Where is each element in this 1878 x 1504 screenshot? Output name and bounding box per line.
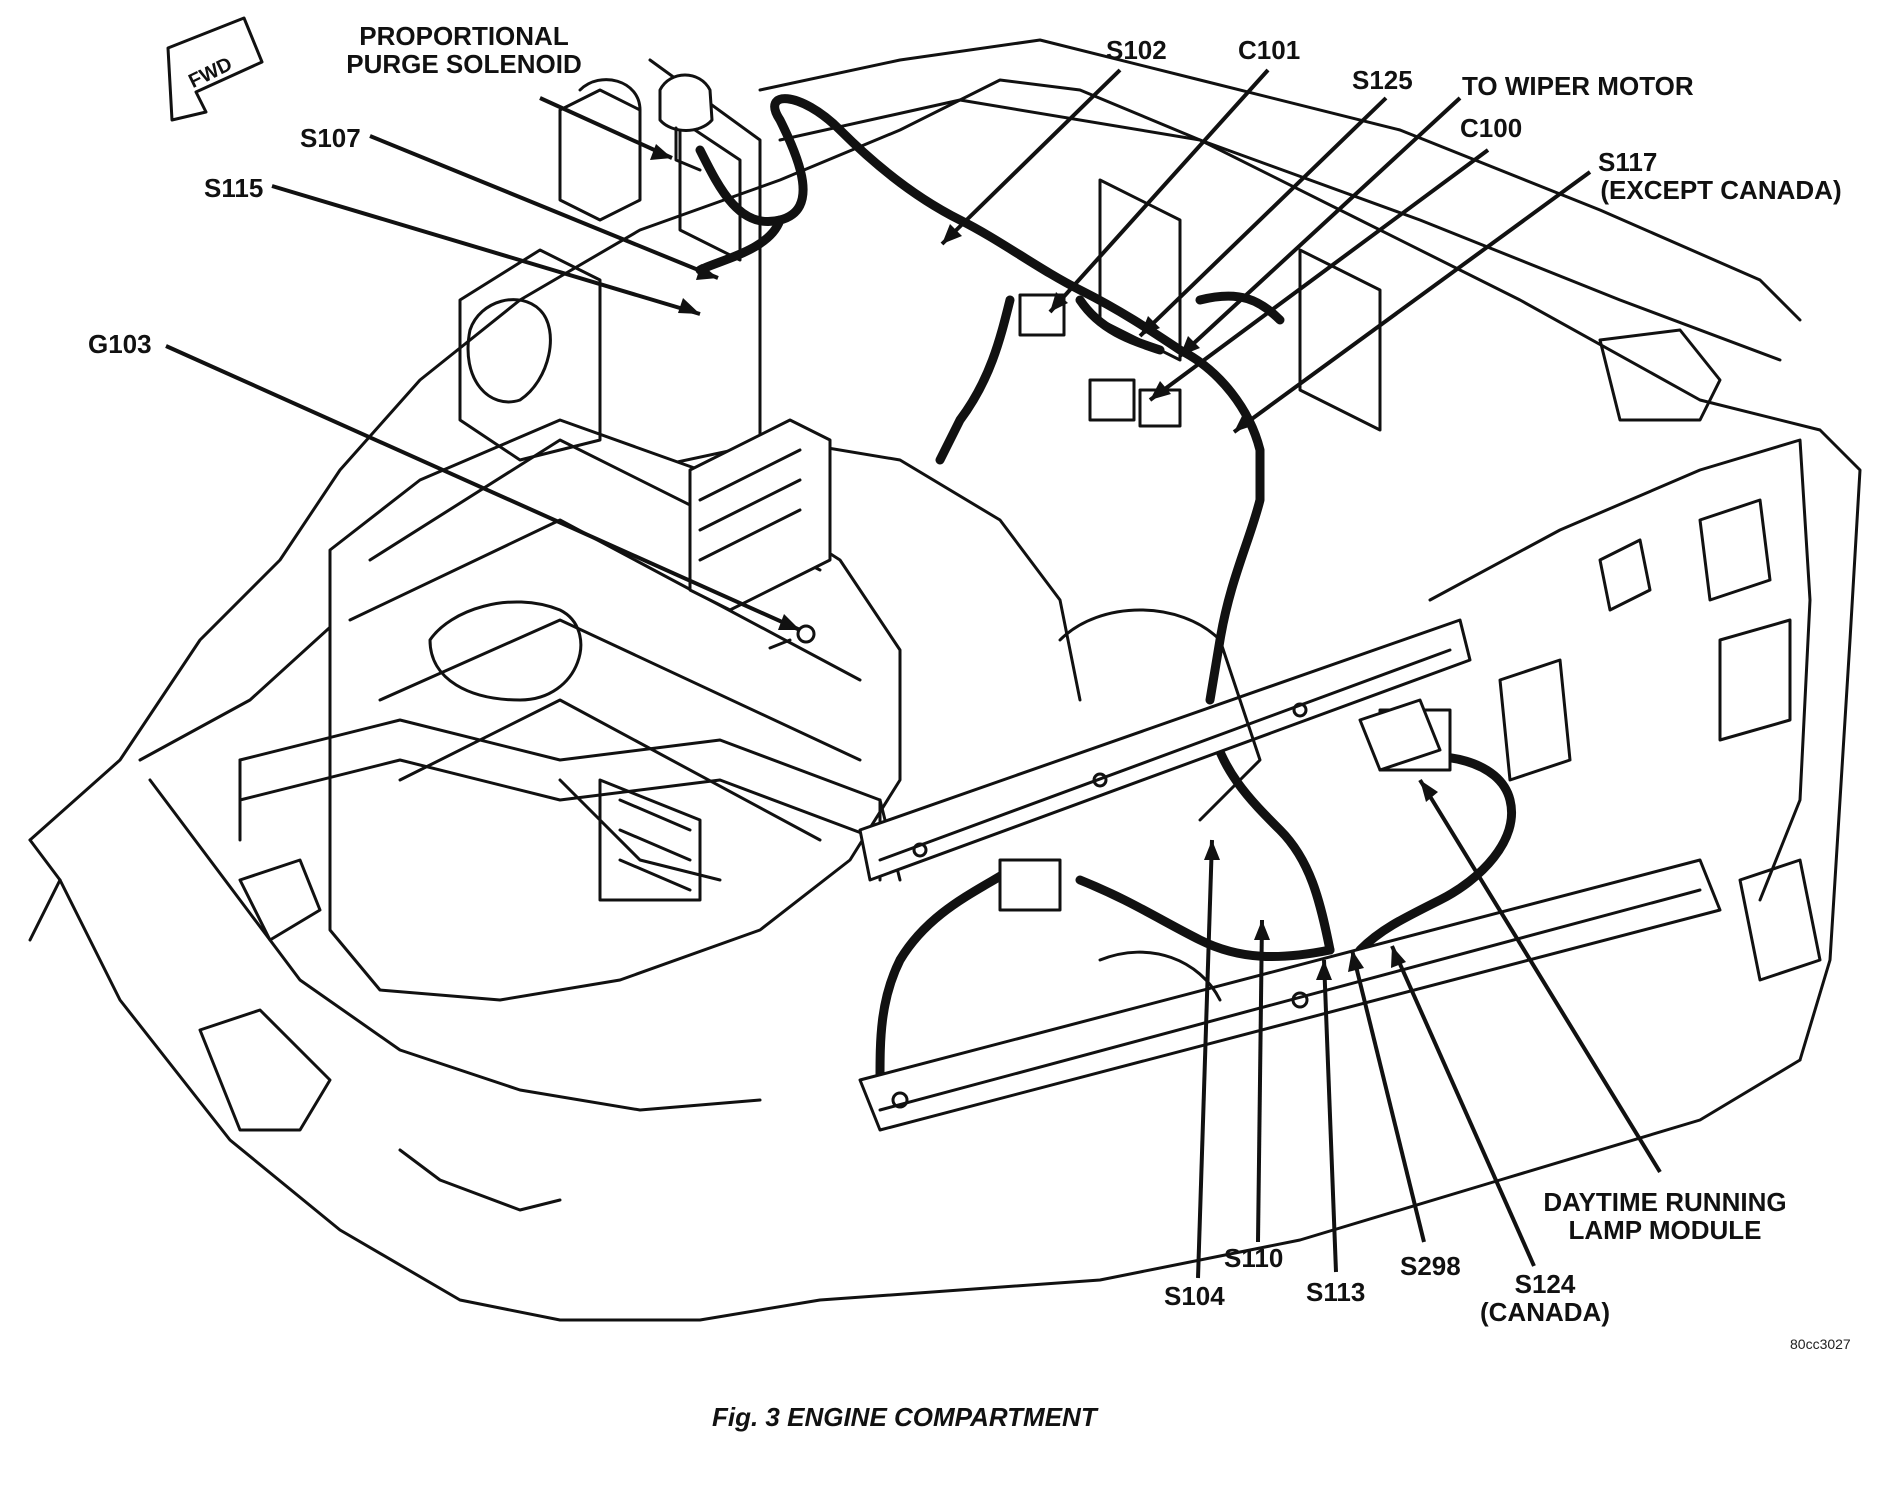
label-purge-line1: PROPORTIONAL [359,21,569,51]
label-purge-line2: PURGE SOLENOID [346,49,582,79]
body-outline [28,78,1862,1062]
label-s124-line1: S124 [1514,1269,1576,1299]
label-s107: S107 [300,123,361,153]
label-s115: S115 [204,173,264,203]
label-s124-canada: S124 (CANADA) [1470,1270,1620,1326]
label-s125: S125 [1352,65,1413,95]
label-c101: C101 [1238,35,1301,65]
purge-solenoid [658,73,714,132]
label-s113: S113 [1306,1277,1366,1307]
label-s117-line2: (EXCEPT CANADA) [1600,175,1842,205]
image-code: 80cc3027 [1790,1336,1851,1352]
label-s298: S298 [1400,1251,1461,1281]
upper-crossbar [858,618,1472,882]
fwd-arrow-icon [166,16,264,122]
label-s104: S104 [1164,1281,1225,1311]
figure-caption: Fig. 3 ENGINE COMPARTMENT [712,1402,1097,1432]
label-daytime-running-lamp-module: DAYTIME RUNNING LAMP MODULE [1530,1188,1800,1244]
label-s117-line1: S117 [1598,147,1658,177]
label-drl-line1: DAYTIME RUNNING [1543,1187,1787,1217]
main-harness [695,94,1265,705]
label-proportional-purge-solenoid: PROPORTIONAL PURGE SOLENOID [334,22,594,78]
label-s124-line2: (CANADA) [1480,1297,1610,1327]
drl-module [1358,698,1442,772]
label-drl-line2: LAMP MODULE [1568,1215,1762,1245]
label-c100: C100 [1460,113,1523,143]
lower-crossbar [858,858,1722,1132]
label-s117-except-canada: S117 (EXCEPT CANADA) [1594,148,1848,204]
label-g103: G103 [88,329,152,359]
label-s110: S110 [1224,1243,1284,1273]
label-to-wiper-motor: TO WIPER MOTOR [1462,71,1694,101]
label-s102: S102 [1106,35,1167,65]
